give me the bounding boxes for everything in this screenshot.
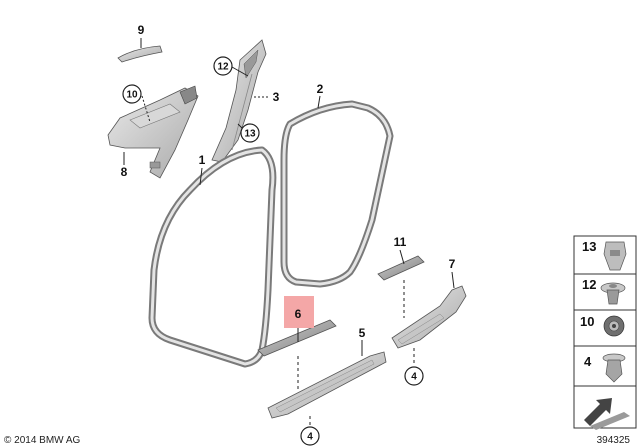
clip-nut-icon bbox=[603, 315, 625, 337]
part-6-sill-cover[interactable] bbox=[257, 319, 337, 357]
part-7-rear-sill-trim[interactable] bbox=[391, 285, 467, 349]
callout-5: 5 bbox=[359, 326, 366, 340]
callout-2: 2 bbox=[317, 82, 324, 96]
legend-item-4[interactable]: 4 bbox=[584, 353, 626, 383]
part-3-b-pillar-trim[interactable] bbox=[211, 39, 267, 163]
expanding-rivet-icon bbox=[602, 353, 626, 383]
svg-text:4: 4 bbox=[411, 372, 417, 383]
callout-11: 11 bbox=[394, 235, 407, 249]
push-rivet-icon bbox=[600, 282, 626, 305]
part-9-trim-strip[interactable] bbox=[117, 45, 163, 63]
leader-1 bbox=[199, 167, 203, 186]
callout-10[interactable]: 10 bbox=[122, 84, 142, 104]
part-8-pillar-trim[interactable] bbox=[107, 85, 199, 179]
svg-text:10: 10 bbox=[580, 314, 594, 329]
fastener-legend: 13 12 10 4 bbox=[573, 235, 637, 430]
callout-4-front[interactable]: 4 bbox=[300, 426, 320, 446]
callout-4-rear[interactable]: 4 bbox=[404, 366, 424, 386]
leader-12 bbox=[231, 66, 249, 77]
svg-text:6: 6 bbox=[295, 307, 302, 321]
diagram-number: 394325 bbox=[597, 435, 631, 446]
svg-text:13: 13 bbox=[244, 129, 256, 140]
part-11-sill-cover[interactable] bbox=[377, 255, 425, 281]
arrow-icon bbox=[584, 398, 630, 430]
callout-1: 1 bbox=[199, 153, 206, 167]
part-2-rear-door-seal[interactable] bbox=[280, 100, 394, 288]
retainer-clip-icon bbox=[603, 241, 627, 271]
copyright-text: © 2014 BMW AG bbox=[4, 435, 81, 446]
callout-7: 7 bbox=[449, 257, 456, 271]
leader-10 bbox=[141, 95, 151, 123]
part-1-front-door-seal[interactable] bbox=[148, 146, 277, 368]
leader-11 bbox=[399, 249, 405, 265]
svg-text:4: 4 bbox=[307, 432, 313, 443]
svg-text:4: 4 bbox=[584, 354, 592, 369]
svg-text:13: 13 bbox=[582, 239, 596, 254]
leader-7 bbox=[451, 271, 455, 289]
callout-6-highlighted[interactable]: 6 bbox=[284, 296, 314, 328]
legend-item-12[interactable]: 12 bbox=[582, 277, 626, 305]
callout-13[interactable]: 13 bbox=[240, 123, 260, 143]
callout-9: 9 bbox=[138, 23, 145, 37]
callout-12[interactable]: 12 bbox=[213, 56, 233, 76]
leader-2 bbox=[317, 95, 321, 109]
svg-text:12: 12 bbox=[217, 62, 229, 73]
callout-8: 8 bbox=[121, 165, 128, 179]
part-5-front-sill-trim[interactable] bbox=[267, 351, 387, 419]
legend-item-10[interactable]: 10 bbox=[580, 314, 625, 337]
legend-item-13[interactable]: 13 bbox=[582, 239, 627, 271]
svg-text:12: 12 bbox=[582, 277, 596, 292]
callout-3: 3 bbox=[273, 90, 280, 104]
svg-text:10: 10 bbox=[126, 90, 138, 101]
